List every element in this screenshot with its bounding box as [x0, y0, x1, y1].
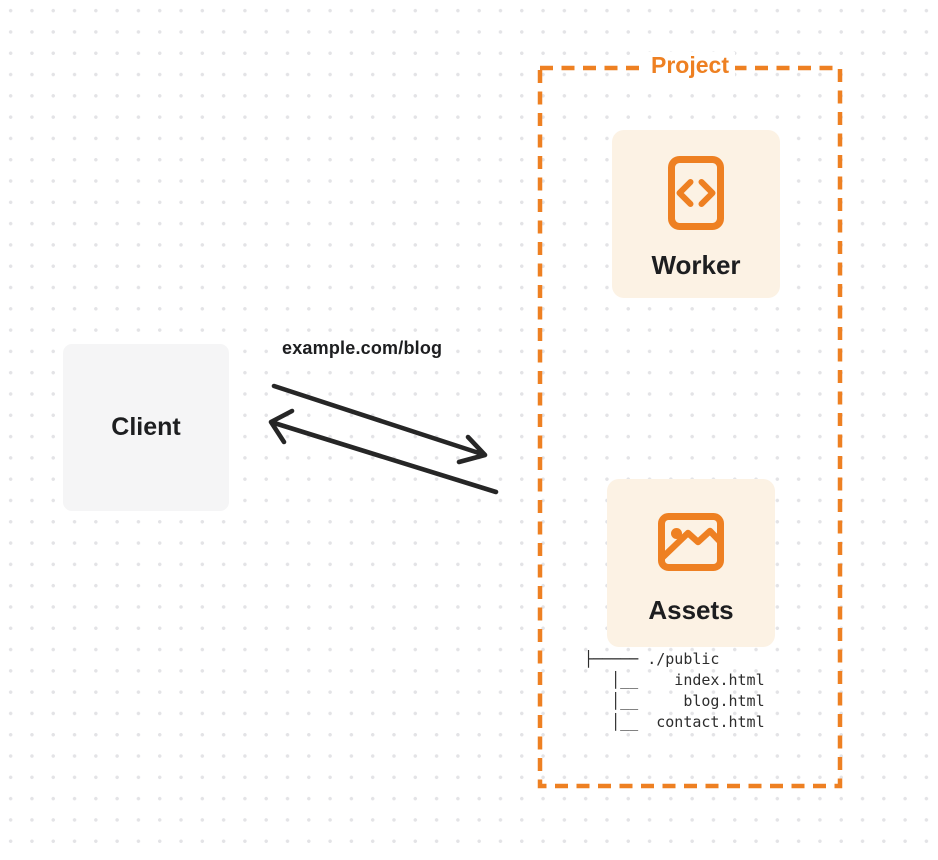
project-label-container: Project — [540, 52, 840, 79]
response-arrow — [268, 408, 499, 495]
request-url-label: example.com/blog — [282, 338, 443, 358]
client-node: Client — [63, 344, 229, 511]
assets-label: Assets — [648, 595, 734, 625]
image-icon — [658, 513, 724, 571]
assets-file-tree: ├───── ./public │__ index.html │__ blog.… — [584, 650, 765, 731]
worker-node: Worker — [612, 130, 780, 298]
assets-node: Assets — [607, 479, 775, 647]
code-file-icon — [668, 156, 724, 230]
project-dashed-border — [537, 65, 843, 789]
worker-label: Worker — [651, 250, 741, 280]
request-arrow — [271, 383, 488, 465]
project-label: Project — [645, 52, 735, 79]
client-label: Client — [111, 413, 181, 441]
